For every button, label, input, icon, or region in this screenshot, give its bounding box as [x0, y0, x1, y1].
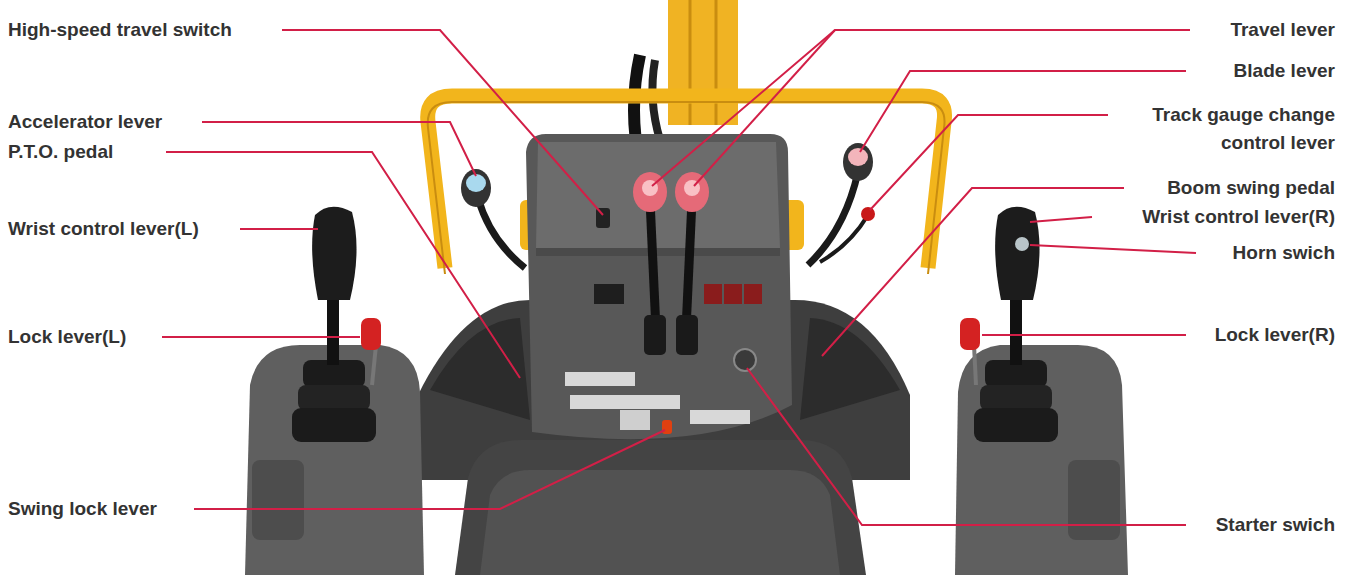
leader-line: [694, 30, 835, 186]
indicator-panel: [724, 284, 742, 304]
indicator-panel: [704, 284, 722, 304]
blade-lever-knob: [843, 143, 873, 181]
leader-line: [822, 188, 1124, 356]
boom-arm: [668, 0, 738, 125]
lever-boot: [676, 315, 698, 355]
lock-lever: [960, 318, 980, 350]
joystick-boot: [974, 408, 1058, 442]
leader-line: [982, 334, 1186, 336]
indicator-panel: [744, 284, 762, 304]
accelerator-stalk: [478, 198, 525, 268]
leader-line: [860, 71, 1186, 152]
callout-label: Track gauge change control lever: [1150, 101, 1335, 157]
warning-decal: [690, 410, 750, 424]
warning-decal: [620, 410, 650, 430]
horn-switch: [1015, 237, 1029, 251]
callout-label: Boom swing pedal: [1165, 175, 1335, 201]
leader-line: [870, 115, 1108, 210]
starter-switch: [734, 349, 756, 371]
high-speed-switch: [596, 208, 610, 228]
leader-line: [652, 30, 1190, 186]
travel-lever-stalk: [650, 200, 656, 330]
side-console: [245, 345, 424, 575]
warning-decal: [570, 395, 680, 409]
lock-lever-stalk: [974, 345, 976, 385]
blade-lever-stalk: [808, 172, 858, 265]
lock-lever-stalk: [372, 345, 376, 385]
boom-edge: [689, 0, 692, 125]
leader-line: [1030, 245, 1196, 253]
operator-seat: [455, 440, 866, 575]
travel-lever-knob: [675, 172, 709, 212]
joystick-boot: [298, 385, 370, 411]
boom-edge: [715, 0, 718, 125]
swing-lock-lever: [662, 420, 672, 434]
callout-label: Starter swich: [1213, 512, 1335, 538]
track-gauge-stalk: [820, 215, 868, 262]
indicator-panel: [594, 284, 624, 304]
callout-label: Lock lever(R): [1212, 322, 1335, 348]
console-top: [536, 142, 780, 248]
leader-line: [162, 336, 360, 338]
callout-label: High-speed travel switch: [8, 17, 234, 43]
callout-label: Horn swich: [1230, 240, 1335, 266]
console-edge: [536, 248, 780, 256]
leader-line: [202, 122, 476, 176]
callout-label: Accelerator lever: [8, 109, 165, 135]
armrest: [1068, 460, 1120, 540]
joystick-boot: [980, 385, 1052, 411]
warning-decal: [565, 372, 635, 386]
side-console: [955, 345, 1128, 575]
lock-lever: [361, 318, 381, 350]
leader-lines: [162, 30, 1196, 525]
track-gauge-knob: [861, 207, 875, 221]
seat-cushion: [480, 470, 840, 575]
callout-label: Swing lock lever: [8, 496, 159, 522]
leader-line: [240, 228, 318, 230]
joystick-shaft: [327, 300, 339, 365]
leader-line: [166, 152, 520, 378]
callout-label: Lock lever(L): [8, 324, 129, 350]
lever-boot: [644, 315, 666, 355]
armrest: [252, 460, 304, 540]
callout-label: Wrist control lever(L): [8, 216, 201, 242]
knob-cap: [466, 174, 486, 192]
leader-line: [1030, 217, 1092, 222]
wrist-control-lever: [995, 207, 1039, 300]
leader-line: [194, 430, 665, 509]
boom-swing-pedal: [800, 318, 900, 420]
wrist-control-lever: [312, 207, 356, 300]
joystick-shaft: [1010, 300, 1022, 365]
callout-label: P.T.O. pedal: [8, 139, 116, 165]
leader-line: [747, 368, 1186, 525]
joystick-boot: [292, 408, 376, 442]
callout-label: Travel lever: [1228, 17, 1335, 43]
knob-cap: [848, 148, 868, 166]
callout-label: Blade lever: [1231, 58, 1335, 84]
callout-label: Wrist control lever(R): [1140, 204, 1335, 230]
travel-lever-stalk: [686, 200, 692, 330]
